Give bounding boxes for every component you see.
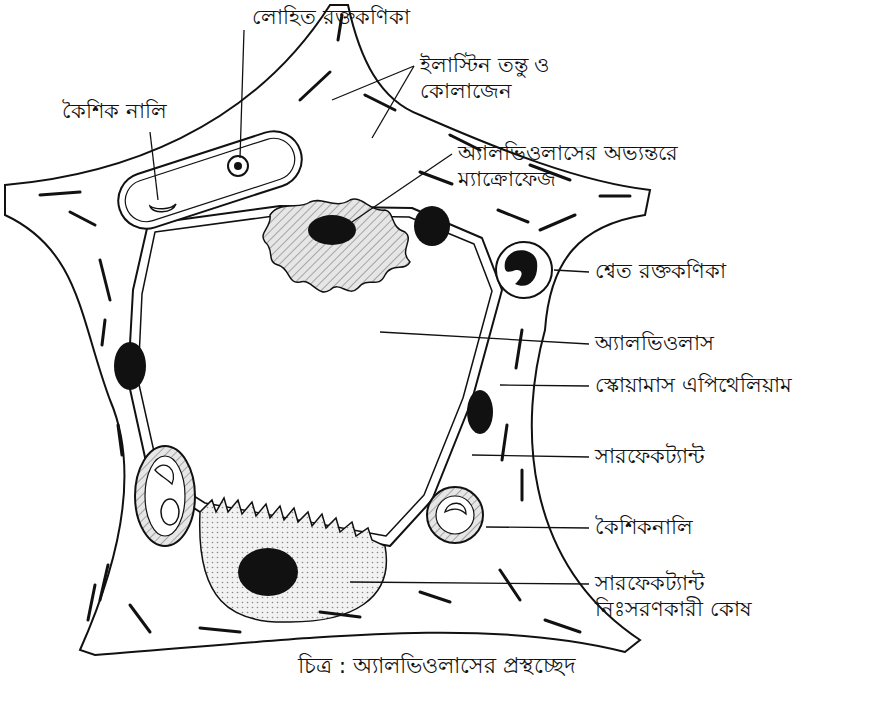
leader-line [380,332,589,344]
red-blood-cell-side [150,204,176,212]
leader-line [332,66,414,100]
fibre [498,210,528,222]
fibre [100,260,110,300]
cell-nucleus [414,206,450,246]
label-holder: ইলাস্টিন তন্তু ও কোলাজেন [420,52,600,105]
interstitial-tissue [5,5,650,655]
capillary-lumen [436,496,474,534]
capillary-lumen [145,456,185,536]
fibre [516,330,522,368]
white-blood-cell [496,242,552,298]
fibre [502,425,507,460]
label-holder: সারফেকট্যান্ট [595,443,705,469]
fibre [118,425,122,455]
cell-nucleus [467,390,493,434]
label-holder: স্কোয়ামাস এপিথেলিয়াম [595,372,792,398]
capillary-bottom-left [135,446,195,546]
fibre [521,470,524,500]
red-blood-cell-side [155,465,174,484]
fibre [600,195,630,198]
fibre [40,192,80,195]
capillary-bottom-right [427,487,483,543]
part-label: অ্যালভিওলাস [595,330,714,356]
leader-line [472,455,589,457]
red-blood-cell-side [445,503,466,514]
macrophage-nucleus [308,215,356,245]
leader-line [486,527,589,528]
fibre [320,612,360,617]
leader-line [350,582,589,584]
fibre [102,320,105,345]
red-blood-cell-centre [234,162,242,170]
fibre [70,212,95,225]
fibre [88,585,95,620]
label-holder: কৈশিকনালি [595,514,693,540]
fibre [100,565,108,600]
fibre [130,605,150,632]
caption-holder: চিত্র : অ্যালভিওলাসের প্রস্থচ্ছেদ [0,652,874,680]
label-holder: লোহিত রক্তকণিকা [252,4,410,30]
macrophage [263,199,410,292]
label-holder: কৈশিক নালি [62,98,167,124]
red-blood-cell [228,156,248,176]
fibre [420,592,450,602]
part-label: সারফেকট্যান্ট [595,443,705,469]
leader-line [352,154,452,222]
part-label: সারফেকট্যান্ট নিঃসরণকারী কোষ [595,570,815,623]
leader-line [500,385,589,386]
white-blood-cell-nucleus [505,250,538,285]
figure-caption: চিত্র : অ্যালভিওলাসের প্রস্থচ্ছেদ [298,652,576,680]
surfactant-secreting-cell [200,498,387,622]
fibre [300,72,330,100]
label-holder: অ্যালভিওলাস [595,330,714,356]
fibre [200,628,240,632]
part-label: স্কোয়ামাস এপিথেলিয়াম [595,372,792,398]
fibre [420,172,452,184]
elastin-collagen-fibres [40,15,630,632]
label-holder: শ্বেত রক্তকণিকা [595,258,726,284]
label-holder: সারফেকট্যান্ট নিঃসরণকারী কোষ [595,570,815,623]
leader-line [240,30,244,158]
leader-line [554,270,589,272]
red-blood-cell [161,499,179,525]
part-label: কৈশিকনালি [595,514,693,540]
fibre [365,95,395,110]
fibre [540,215,575,230]
surfactant-cell-nucleus [238,548,298,596]
cell-nucleus [114,342,146,390]
part-label: ইলাস্টিন তন্তু ও কোলাজেন [420,52,600,105]
fibre [545,620,580,632]
part-label: অ্যালভিওলাসের অভ্যন্তরে ম্যাক্রোফেজ [458,140,738,193]
part-label: লোহিত রক্তকণিকা [252,4,410,30]
part-label: কৈশিক নালি [62,98,167,124]
label-holder: অ্যালভিওলাসের অভ্যন্তরে ম্যাক্রোফেজ [458,140,738,193]
leader-line [150,132,158,200]
part-label: শ্বেত রক্তকণিকা [595,258,726,284]
leader-line [372,66,414,138]
fibre [500,570,520,600]
